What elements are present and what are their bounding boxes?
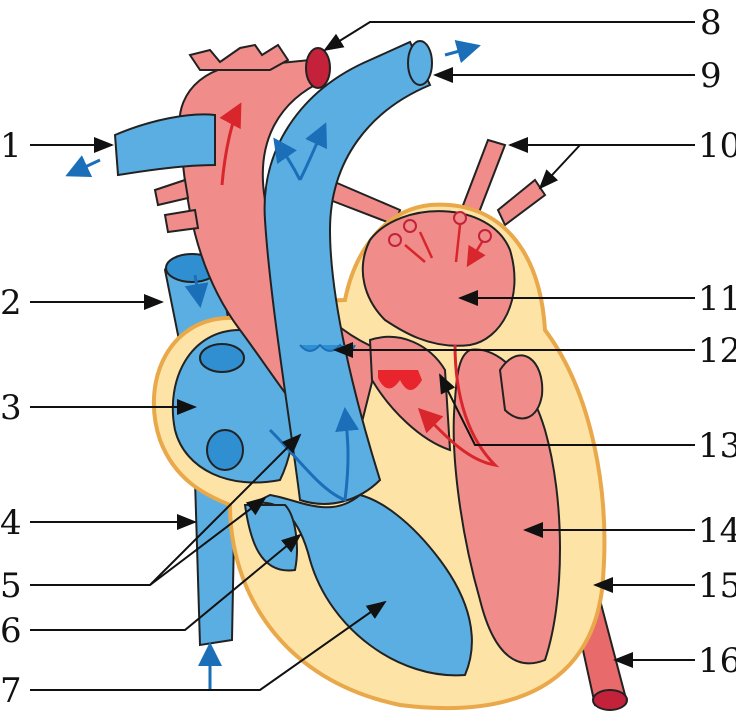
- pulmonary-vein-inlet: [403, 219, 417, 233]
- label-1: 1: [0, 126, 22, 166]
- pulmonary-vein-inlet: [453, 211, 467, 225]
- label-9: 9: [700, 56, 722, 96]
- papillary-muscle: [498, 354, 544, 420]
- aorta-opening: [305, 47, 331, 89]
- label-4: 4: [0, 503, 22, 543]
- pulmonary-trunk-opening: [407, 40, 433, 86]
- leader-lines: [30, 21, 695, 691]
- flow-arrow-svc: [184, 274, 209, 308]
- sinus-opening: [199, 343, 245, 373]
- pulmonary-vein-inlet: [388, 233, 402, 247]
- aortic-side-branch-1: [153, 178, 190, 207]
- tricuspid-cusp: [243, 504, 298, 572]
- flow-arrow-pulmonary: [298, 122, 327, 181]
- label-12: 12: [698, 331, 736, 371]
- flow-arrow-right: [444, 39, 481, 64]
- label-2: 2: [0, 283, 22, 323]
- flow-arrows-left-atrium: [404, 224, 482, 265]
- label-14: 14: [698, 511, 736, 551]
- pulmonary-trunk: [263, 40, 432, 505]
- aortic-valve: [378, 370, 422, 390]
- label-16: 16: [698, 641, 736, 681]
- aortic-branches: [188, 43, 290, 71]
- aortic-side-branch-2: [163, 208, 200, 234]
- pulmonary-veins-left: [329, 178, 402, 227]
- flow-arrow-left: [65, 155, 101, 177]
- label-15: 15: [698, 566, 736, 606]
- flow-arrow-lv: [417, 344, 500, 468]
- label-13: 13: [698, 426, 736, 466]
- label-11: 11: [698, 279, 736, 319]
- label-5: 5: [0, 566, 22, 606]
- left-ventricle: [452, 348, 561, 665]
- pulmonary-vein-inlet: [478, 229, 492, 243]
- label-6: 6: [0, 611, 22, 651]
- descending-aorta-opening: [592, 689, 628, 711]
- pulmonary-artery-branch: [113, 113, 216, 177]
- label-10: 10: [698, 126, 736, 166]
- pulmonary-vein-upper: [460, 138, 507, 217]
- label-7: 7: [0, 671, 22, 711]
- ivc-opening: [206, 429, 244, 471]
- flow-arrow-pulmonary: [273, 137, 302, 181]
- label-8: 8: [700, 3, 722, 43]
- flow-arrow-rv: [268, 407, 360, 503]
- right-ventricle: [249, 493, 473, 677]
- pulmonary-vein-lower: [496, 178, 547, 227]
- flow-arrow-aorta: [219, 102, 242, 186]
- label-3: 3: [0, 388, 22, 428]
